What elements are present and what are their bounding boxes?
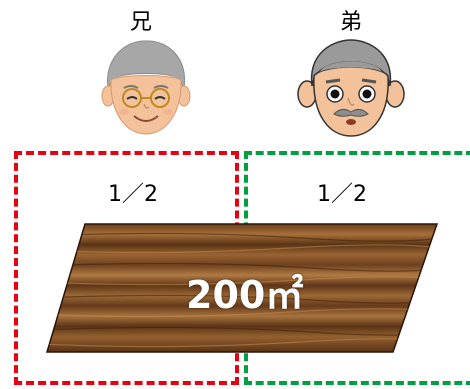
younger-brother-face-icon: [296, 36, 405, 137]
younger-brother-label: 弟: [340, 10, 363, 35]
younger-brother-share-label: 1／2: [317, 182, 367, 207]
older-brother-face-icon: [96, 38, 196, 138]
older-brother-share-label: 1／2: [108, 182, 158, 207]
land-area-label: 200㎡: [186, 273, 304, 317]
older-brother-label: 兄: [130, 10, 153, 35]
